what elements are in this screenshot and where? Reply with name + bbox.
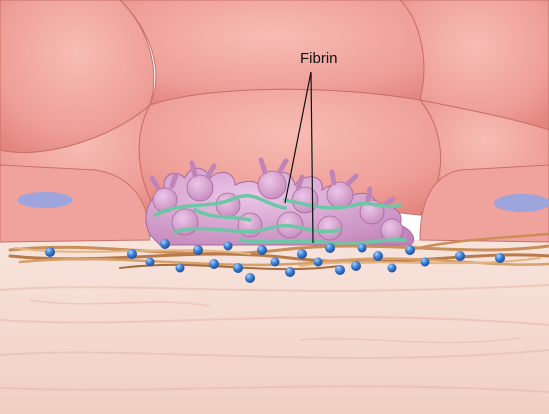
factor-sphere — [271, 258, 280, 267]
factor-sphere — [405, 245, 415, 255]
nucleus-right — [494, 194, 549, 212]
factor-sphere — [373, 251, 383, 261]
factor-sphere — [495, 253, 505, 263]
factor-sphere — [335, 265, 345, 275]
factor-sphere — [421, 258, 430, 267]
factor-sphere — [325, 243, 335, 253]
factor-sphere — [455, 251, 465, 261]
factor-sphere — [314, 258, 323, 267]
platelet — [292, 187, 318, 213]
platelet — [187, 175, 213, 201]
factor-sphere — [209, 259, 219, 269]
platelet — [258, 171, 286, 199]
fibrin-label: Fibrin — [300, 50, 338, 67]
platelet — [318, 216, 342, 240]
nucleus-left — [17, 192, 73, 208]
factor-sphere — [160, 239, 170, 249]
factor-sphere — [245, 273, 255, 283]
factor-sphere — [285, 267, 295, 277]
factor-sphere — [351, 261, 361, 271]
factor-sphere — [388, 264, 397, 273]
factor-sphere — [45, 247, 55, 257]
factor-sphere — [224, 242, 233, 251]
factor-sphere — [358, 244, 367, 253]
factor-sphere — [233, 263, 243, 273]
factor-sphere — [193, 245, 203, 255]
factor-sphere — [257, 245, 267, 255]
factor-sphere — [127, 249, 137, 259]
factor-sphere — [146, 258, 155, 267]
platelet — [381, 219, 403, 241]
platelet — [238, 213, 262, 237]
factor-sphere — [297, 249, 307, 259]
factor-sphere — [176, 264, 185, 273]
